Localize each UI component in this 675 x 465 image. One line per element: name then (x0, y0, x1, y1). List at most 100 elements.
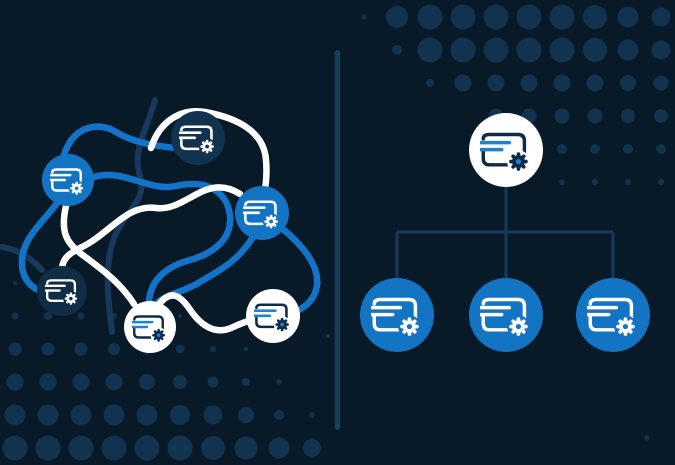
halftone-dot (173, 375, 187, 389)
halftone-dot (11, 312, 19, 320)
tangle-curve-blue-1 (60, 123, 180, 159)
hierarchy-child-node-1 (360, 278, 434, 352)
tangle-node-1 (171, 111, 225, 165)
dot-pattern-bottom-left (2, 281, 321, 461)
halftone-dot (651, 40, 671, 60)
halftone-dot (454, 74, 472, 92)
halftone-dot (653, 75, 669, 91)
halftone-dot (74, 342, 88, 356)
gear-center-hole (269, 219, 274, 224)
halftone-dot (450, 37, 476, 63)
halftone-dot (658, 179, 664, 185)
gear-center-hole (622, 324, 629, 330)
tangle-lines (0, 97, 321, 335)
halftone-dot (487, 74, 505, 92)
halftone-dot (583, 5, 607, 29)
halftone-dot (554, 108, 570, 124)
halftone-dot (103, 404, 125, 426)
halftone-dot (309, 412, 315, 418)
gear-center-hole (74, 186, 79, 191)
halftone-dot (68, 435, 94, 461)
halftone-dot (274, 410, 284, 420)
halftone-dot (644, 435, 650, 441)
gear-icon (507, 150, 530, 172)
halftone-dot (520, 74, 538, 92)
halftone-dot (625, 179, 631, 185)
gear-icon (68, 180, 85, 195)
tangle-node-6 (246, 289, 300, 343)
halftone-dot (654, 109, 668, 123)
halftone-dot (617, 39, 639, 61)
gear-center-hole (406, 324, 413, 330)
halftone-dot (623, 144, 633, 154)
halftone-dot (586, 74, 604, 92)
gear-icon (198, 138, 216, 154)
halftone-dot (483, 37, 509, 63)
tangle-node-2 (42, 154, 94, 206)
halftone-dot (70, 404, 92, 426)
certificate-settings-icon (50, 168, 85, 195)
halftone-dot (617, 6, 639, 28)
gear-center-hole (280, 322, 285, 327)
gear-center-hole (205, 144, 210, 149)
certificate-settings-icon (179, 125, 216, 154)
halftone-dot (37, 404, 59, 426)
halftone-dot (244, 347, 248, 351)
tangle-curve-blue-2 (90, 171, 234, 306)
halftone-dot (175, 344, 185, 354)
halftone-dot (620, 75, 636, 91)
halftone-dot (516, 37, 542, 63)
halftone-dot (41, 342, 55, 356)
halftone-dot (276, 379, 282, 385)
certificate-settings-icon (243, 200, 280, 229)
halftone-dot (549, 4, 575, 30)
halftone-dot (651, 7, 671, 27)
halftone-dot (6, 373, 24, 391)
halftone-dot (450, 4, 476, 30)
halftone-dot (268, 437, 290, 459)
halftone-dot (77, 312, 85, 320)
gear-icon (614, 315, 637, 337)
halftone-dot (108, 343, 120, 355)
gear-icon (507, 315, 530, 337)
halftone-dot (557, 144, 567, 154)
halftone-dot (549, 37, 575, 63)
gear-icon (273, 316, 291, 332)
tangle-node-3 (235, 186, 289, 240)
certificate-settings-icon (132, 315, 167, 342)
tangle-node-5 (124, 301, 176, 353)
halftone-dot (238, 407, 254, 423)
halftone-dot (234, 436, 258, 460)
halftone-dot (392, 45, 402, 55)
gear-center-hole (156, 333, 161, 338)
certificate-settings-icon (480, 298, 530, 337)
hierarchy-connector-lines (395, 187, 615, 279)
certificate-settings-icon (254, 303, 291, 332)
halftone-dot (590, 144, 600, 154)
halftone-dot (361, 14, 367, 20)
halftone-dot (417, 4, 443, 30)
halftone-dot (583, 38, 607, 62)
halftone-dot (553, 74, 571, 92)
halftone-dot (8, 342, 22, 356)
halftone-dot (483, 4, 509, 30)
halftone-dot (242, 378, 250, 386)
halftone-dot (35, 435, 61, 461)
halftone-dot (72, 373, 90, 391)
halftone-dot (426, 79, 434, 87)
halftone-dot (13, 281, 17, 285)
halftone-dot (105, 373, 123, 391)
halftone-dot (203, 405, 223, 425)
certificate-settings-icon (44, 279, 79, 306)
gear-center-hole (515, 324, 522, 330)
gear-center-hole (515, 159, 522, 165)
gear-icon (262, 213, 280, 229)
certificate-settings-icon (480, 133, 530, 172)
hierarchy-root-node (469, 113, 543, 187)
halftone-dot (101, 435, 127, 461)
gear-icon (150, 327, 167, 342)
halftone-dot (139, 374, 155, 390)
tangle-curve-blue-3 (18, 198, 62, 295)
halftone-dot (201, 436, 225, 460)
